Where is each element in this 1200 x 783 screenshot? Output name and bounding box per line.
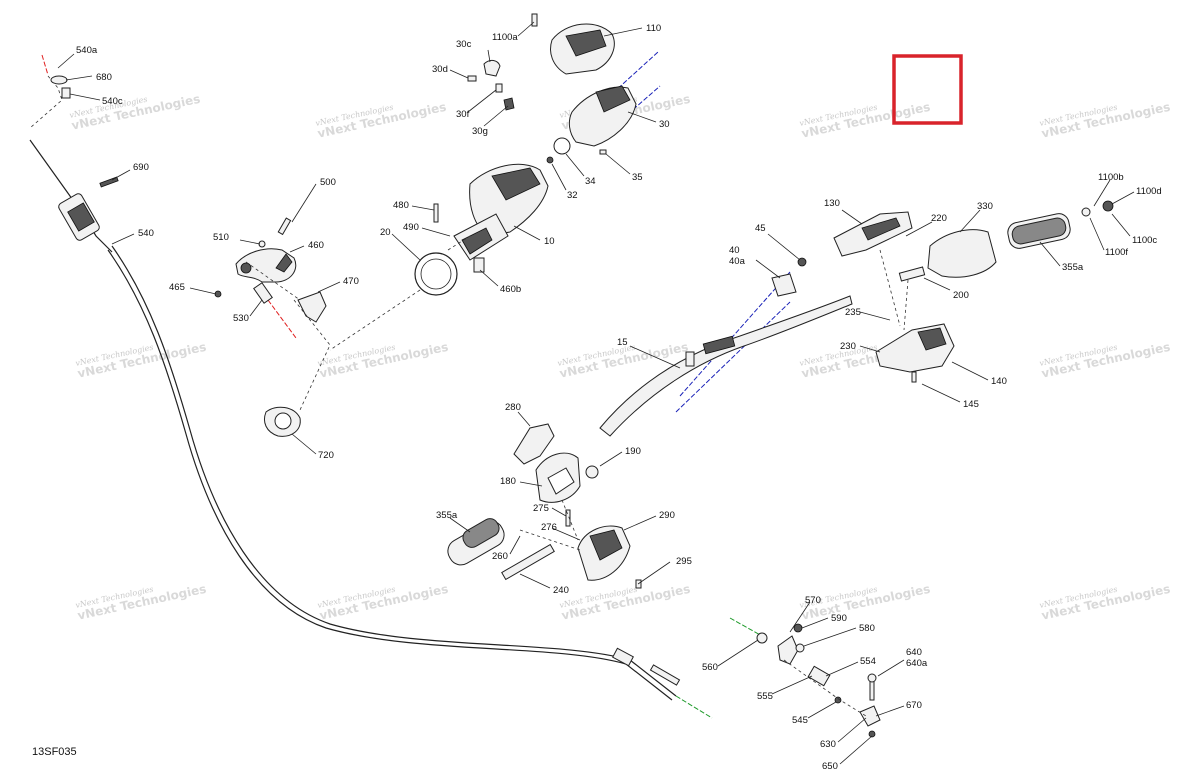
label-190: 190 [625, 446, 641, 457]
label-1100b: 1100b [1098, 172, 1124, 183]
label-30: 30 [659, 119, 670, 130]
label-295: 295 [676, 556, 692, 567]
red-axis-530 [267, 299, 297, 339]
label-330: 330 [977, 201, 993, 212]
label-570: 570 [805, 595, 821, 606]
label-470: 470 [343, 276, 359, 287]
label-1100d: 1100d [1136, 186, 1162, 197]
blue-axis-bar2 [675, 301, 791, 413]
label-355a-right: 355a [1062, 262, 1084, 273]
label-45: 45 [755, 223, 766, 234]
label-30f: 30f [456, 109, 470, 120]
label-540c: 540c [102, 96, 123, 107]
label-650: 650 [822, 761, 838, 772]
label-275: 275 [533, 503, 549, 514]
label-560: 560 [702, 662, 718, 673]
label-280: 280 [505, 402, 521, 413]
label-30g: 30g [472, 126, 488, 137]
label-220: 220 [931, 213, 947, 224]
label-500: 500 [320, 177, 336, 188]
label-540: 540 [138, 228, 154, 239]
label-530: 530 [233, 313, 249, 324]
label-10: 10 [544, 236, 555, 247]
label-230: 230 [840, 341, 856, 352]
right-side-controls [833, 200, 1114, 383]
switch-housing [467, 13, 637, 164]
leader-lines [57, 21, 1135, 765]
label-590: 590 [831, 613, 847, 624]
label-15: 15 [617, 337, 628, 348]
green-axis-bottom [675, 695, 713, 719]
label-235: 235 [845, 307, 861, 318]
label-30c: 30c [456, 39, 472, 50]
handlebar [599, 257, 853, 437]
throttle-cable [29, 75, 681, 701]
label-40: 40 [729, 245, 740, 256]
label-554: 554 [860, 656, 876, 667]
label-640a: 640a [906, 658, 928, 669]
label-145: 145 [963, 399, 979, 410]
label-460: 460 [308, 240, 324, 251]
label-260: 260 [492, 551, 508, 562]
red-axis-top [41, 54, 49, 76]
label-720: 720 [318, 450, 334, 461]
label-510: 510 [213, 232, 229, 243]
label-480: 480 [393, 200, 409, 211]
housing-assembly [329, 163, 549, 351]
label-1100f: 1100f [1105, 247, 1128, 258]
label-290: 290 [659, 510, 675, 521]
label-580: 580 [859, 623, 875, 634]
diagram-code: 13SF035 [32, 746, 77, 758]
label-640: 640 [906, 647, 922, 658]
red-frame [892, 54, 963, 125]
label-545: 545 [792, 715, 808, 726]
label-140: 140 [991, 376, 1007, 387]
callout-labels: 540a 680 540c 690 540 500 510 460 465 47… [76, 23, 1162, 772]
label-180: 180 [500, 476, 516, 487]
label-200: 200 [953, 290, 969, 301]
label-490: 490 [403, 222, 419, 233]
label-670: 670 [906, 700, 922, 711]
label-34: 34 [585, 176, 596, 187]
label-555: 555 [757, 691, 773, 702]
label-460b: 460b [500, 284, 521, 295]
label-680: 680 [96, 72, 112, 83]
label-465: 465 [169, 282, 185, 293]
label-240: 240 [553, 585, 569, 596]
label-1100a: 1100a [492, 32, 518, 43]
cable-fitting [756, 623, 881, 738]
left-side-controls [447, 423, 642, 589]
label-690: 690 [133, 162, 149, 173]
label-540a: 540a [76, 45, 98, 56]
label-276: 276 [541, 522, 557, 533]
label-130: 130 [824, 198, 840, 209]
label-40a: 40a [729, 256, 746, 267]
label-35: 35 [632, 172, 643, 183]
label-110: 110 [646, 23, 661, 34]
label-30d: 30d [432, 64, 448, 75]
label-32: 32 [567, 190, 578, 201]
label-630: 630 [820, 739, 836, 750]
label-20: 20 [380, 227, 391, 238]
green-axis-top [729, 617, 763, 637]
label-355a-left: 355a [436, 510, 458, 521]
label-1100c: 1100c [1132, 235, 1157, 246]
